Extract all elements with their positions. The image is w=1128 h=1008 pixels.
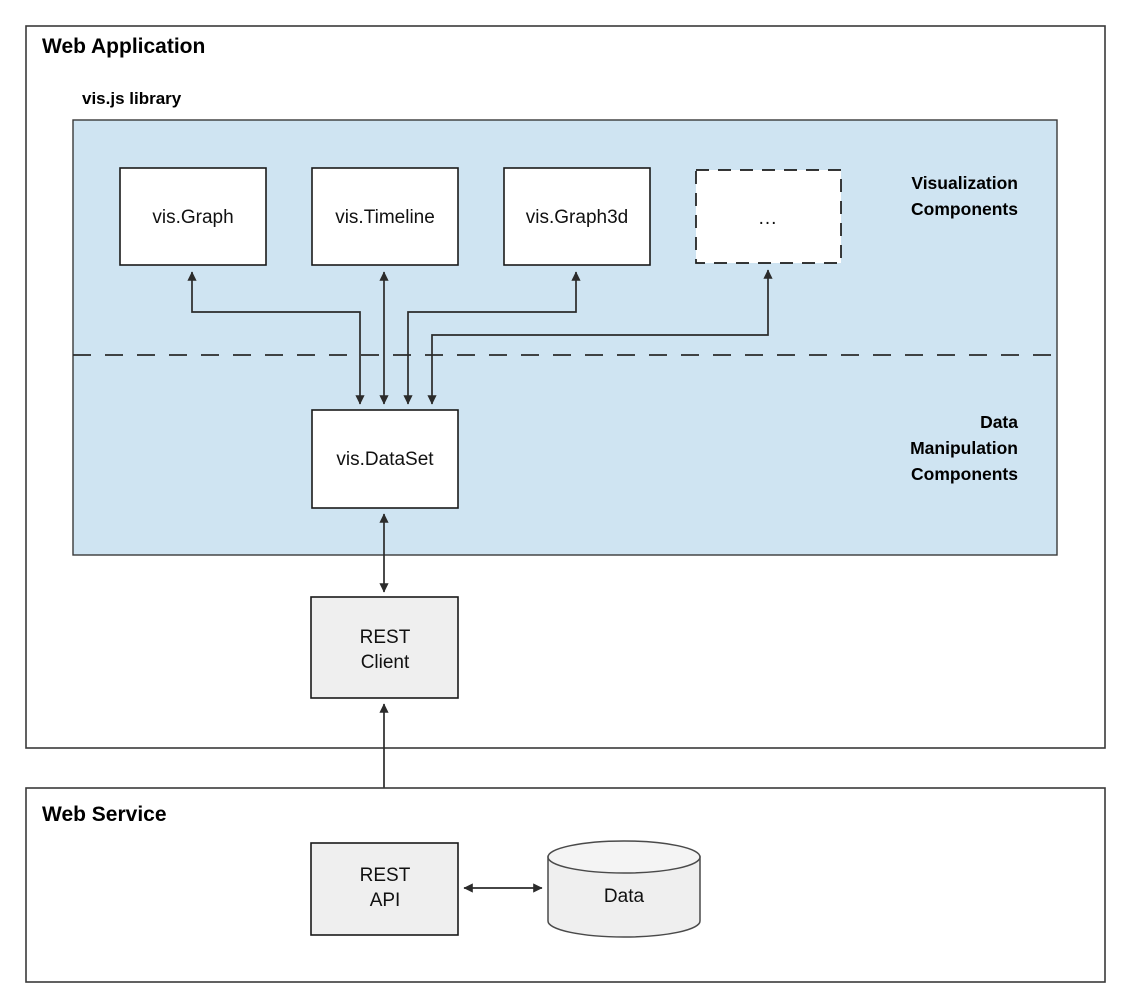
node-more-components-label: ... — [759, 208, 778, 229]
data-group-label-line1: Data — [980, 412, 1018, 432]
node-datastore[interactable] — [547, 840, 701, 938]
node-rest-api[interactable] — [310, 842, 459, 936]
node-rest-client[interactable] — [310, 596, 459, 699]
visualization-group-label-line1: Visualization — [911, 173, 1018, 193]
node-vis-graph3d-label: vis.Graph3d — [526, 207, 628, 228]
node-rest-client-label-line1: REST — [360, 627, 411, 648]
node-datastore-label: Data — [604, 886, 645, 907]
node-rest-api-label-line1: REST — [360, 865, 411, 886]
node-vis-timeline[interactable] — [311, 167, 459, 266]
data-group-label-line3: Components — [911, 464, 1018, 484]
node-more-components[interactable] — [695, 169, 842, 264]
connector-dataset-vis-graph — [187, 271, 365, 405]
visualization-group-label-line2: Components — [911, 199, 1018, 219]
node-vis-graph[interactable] — [119, 167, 267, 266]
node-vis-dataset-label: vis.DataSet — [336, 449, 434, 470]
node-vis-graph-label: vis.Graph — [152, 207, 233, 228]
data-group-label-line2: Manipulation — [910, 438, 1018, 458]
node-vis-graph3d[interactable] — [503, 167, 651, 266]
vis-js-library-label: vis.js library — [82, 89, 182, 108]
node-vis-timeline-label: vis.Timeline — [335, 207, 435, 228]
web-service-title: Web Service — [42, 803, 167, 826]
node-vis-dataset[interactable] — [311, 409, 459, 509]
web-application-title: Web Application — [42, 35, 205, 58]
node-rest-api-label-line2: API — [370, 890, 401, 911]
connector-dataset-more-components — [427, 269, 773, 405]
node-rest-client-label-line2: Client — [361, 652, 410, 673]
